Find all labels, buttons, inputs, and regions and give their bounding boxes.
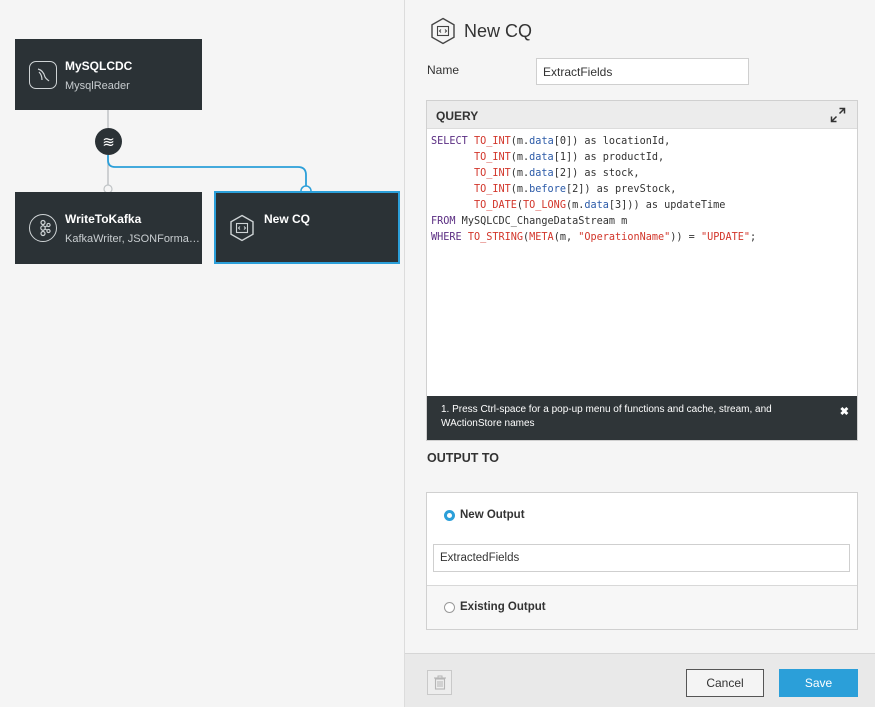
hint-bar: 1. Press Ctrl-space for a pop-up menu of… (427, 396, 857, 440)
new-output-option[interactable]: New Output (444, 509, 525, 521)
query-line: TO_INT(m.data[1]) as productId, (473, 152, 665, 163)
cancel-button[interactable]: Cancel (686, 669, 764, 697)
node-title: MySQLCDC (65, 59, 133, 73)
radio-selected-icon[interactable] (444, 509, 455, 521)
query-line: TO_DATE(TO_LONG(m.data[3])) as updateTim… (473, 200, 726, 211)
node-writetokafka[interactable]: WriteToKafka KafkaWriter, JSONForma… (15, 192, 202, 264)
cq-code-icon (228, 214, 256, 242)
node-title: New CQ (264, 212, 311, 226)
existing-output-area (427, 586, 857, 629)
hint-text: 1. Press Ctrl-space for a pop-up menu of… (441, 404, 772, 429)
query-label: QUERY (436, 109, 479, 123)
query-line: SELECT TO_INT(m.data[0]) as locationId, (431, 136, 671, 147)
query-line: TO_INT(m.data[2]) as stock, (473, 168, 640, 179)
stream-waves-icon: ≋ (102, 133, 115, 151)
flow-canvas[interactable]: MySQLCDC MysqlReader ≋ WriteToKafka Kafk… (0, 0, 404, 707)
node-new-cq[interactable]: New CQ (214, 191, 400, 264)
divider (427, 585, 857, 586)
name-input[interactable] (536, 58, 749, 85)
delete-button[interactable] (427, 670, 452, 695)
existing-output-label: Existing Output (460, 601, 546, 613)
new-output-label: New Output (460, 509, 525, 521)
trash-icon (433, 675, 446, 690)
radio-unselected-icon[interactable] (444, 601, 455, 613)
output-to-title: OUTPUT TO (427, 451, 499, 465)
panel-footer: Cancel Save (405, 653, 875, 707)
existing-output-option[interactable]: Existing Output (444, 601, 546, 613)
query-line: WHERE TO_STRING(META(m, "OperationName")… (431, 232, 757, 243)
query-line: FROM MySQLCDC_ChangeDataStream m (431, 216, 628, 227)
query-editor[interactable]: QUERY SELECT TO_INT(m.data[0]) as locati… (426, 100, 858, 441)
expand-icon[interactable] (829, 106, 847, 124)
save-button[interactable]: Save (779, 669, 858, 697)
cq-code-icon (431, 17, 455, 45)
close-icon[interactable]: ✖ (839, 406, 849, 418)
name-label: Name (427, 63, 460, 77)
query-code[interactable]: SELECT TO_INT(m.data[0]) as locationId, … (431, 134, 756, 246)
connection-wires (103, 110, 312, 194)
node-subtitle: KafkaWriter, JSONForma… (65, 233, 200, 245)
output-section: New Output Existing Output (426, 492, 858, 630)
mysql-dolphin-icon (29, 60, 57, 89)
query-line: TO_INT(m.before[2]) as prevStock, (473, 184, 677, 195)
panel-title: New CQ (464, 21, 533, 41)
node-title: WriteToKafka (65, 212, 142, 226)
node-mysqlcdc[interactable]: MySQLCDC MysqlReader (15, 39, 202, 110)
kafka-icon (29, 214, 57, 242)
query-header: QUERY (427, 101, 857, 129)
node-subtitle: MysqlReader (65, 80, 130, 92)
new-output-input[interactable] (433, 544, 850, 572)
stream-node[interactable]: ≋ (95, 128, 122, 155)
cq-properties-panel: New CQ Name QUERY SELECT TO_INT(m.data[0… (404, 0, 875, 707)
